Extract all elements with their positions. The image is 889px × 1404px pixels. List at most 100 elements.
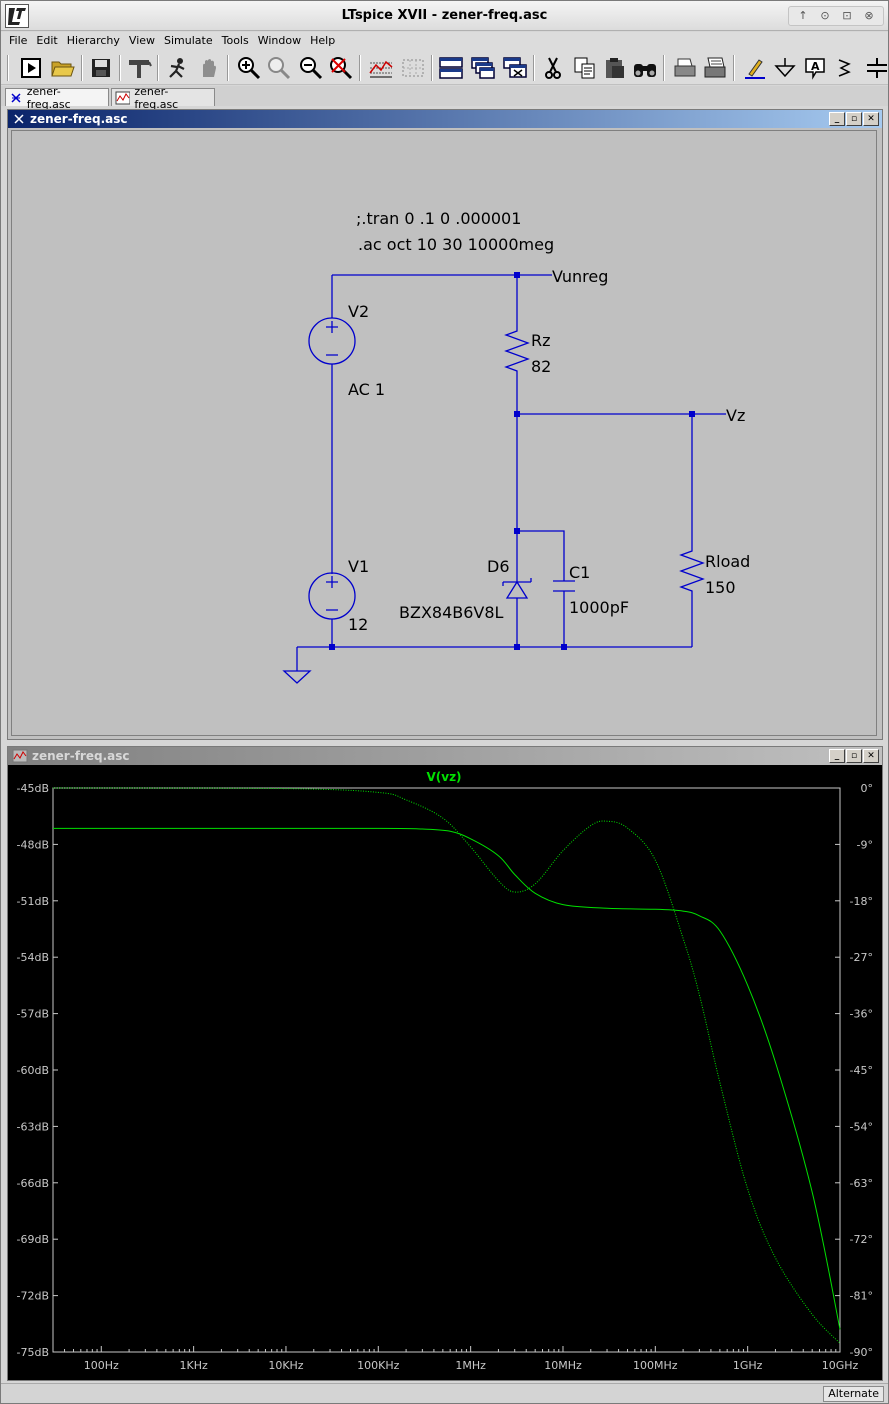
- find-icon[interactable]: [631, 54, 659, 82]
- waveform-icon: [115, 91, 131, 104]
- y-left-tick-label: -51dB: [17, 895, 50, 908]
- ac-directive[interactable]: .ac oct 10 30 10000meg: [358, 235, 554, 254]
- waveform-window: zener-freq.asc _ ▫ ✕ V(vz) -45dB-48dB-51…: [7, 746, 883, 1381]
- hammer-icon[interactable]: [125, 54, 153, 82]
- rz-name[interactable]: Rz: [531, 331, 551, 350]
- maximize-icon[interactable]: ⊡: [842, 9, 852, 22]
- y-left-tick-label: -69dB: [17, 1233, 50, 1246]
- menu-help[interactable]: Help: [310, 34, 336, 47]
- autorange-icon[interactable]: [367, 54, 395, 82]
- tran-directive[interactable]: ;.tran 0 .1 0 .000001: [356, 209, 521, 228]
- rload-value[interactable]: 150: [705, 578, 736, 597]
- menu-simulate[interactable]: Simulate: [164, 34, 213, 47]
- menu-file[interactable]: File: [9, 34, 28, 47]
- copy-icon[interactable]: [571, 54, 599, 82]
- minimize-icon[interactable]: ⊙: [820, 9, 830, 22]
- y-left-tick-label: -57dB: [17, 1008, 50, 1021]
- ground-icon[interactable]: [771, 54, 799, 82]
- net-label-vz[interactable]: Vz: [726, 406, 745, 425]
- control-panel-icon[interactable]: [17, 54, 45, 82]
- restore-icon[interactable]: ▫: [846, 749, 862, 763]
- save-icon[interactable]: [87, 54, 115, 82]
- menu-window[interactable]: Window: [257, 34, 302, 47]
- y-left-tick-label: -63dB: [17, 1120, 50, 1133]
- y-left-tick-label: -66dB: [17, 1177, 50, 1190]
- window-title: LTspice XVII - zener-freq.asc: [341, 8, 548, 23]
- tab-waveform[interactable]: zener-freq.asc: [111, 85, 215, 111]
- tab-schematic[interactable]: zener-freq.asc: [5, 85, 109, 111]
- net-label-vunreg[interactable]: Vunreg: [552, 267, 608, 286]
- menu-view[interactable]: View: [128, 34, 156, 47]
- zoom-in-icon[interactable]: [235, 54, 263, 82]
- c1-name[interactable]: C1: [569, 563, 590, 582]
- y-left-tick-label: -48dB: [17, 838, 50, 851]
- draw-wire-icon[interactable]: [741, 54, 769, 82]
- magnitude-trace[interactable]: [52, 827, 841, 1330]
- print-icon[interactable]: [701, 54, 729, 82]
- x-tick-label: 1KHz: [179, 1359, 207, 1372]
- v2-value[interactable]: AC 1: [348, 380, 385, 399]
- toolbar-separator: [7, 55, 9, 81]
- paste-icon[interactable]: [601, 54, 629, 82]
- close-icon[interactable]: ⊗: [864, 9, 874, 22]
- zoom-out-icon[interactable]: [297, 54, 325, 82]
- minimize-icon[interactable]: _: [829, 112, 845, 126]
- minimize-icon[interactable]: _: [829, 749, 845, 763]
- junction-dot: [689, 411, 695, 417]
- plot-frame: [52, 787, 841, 1353]
- waveform-window-titlebar[interactable]: zener-freq.asc _ ▫ ✕: [8, 747, 882, 765]
- v2-name[interactable]: V2: [348, 302, 369, 321]
- tile-horizontal-icon[interactable]: [437, 54, 465, 82]
- menu-tools[interactable]: Tools: [221, 34, 249, 47]
- close-window-icon[interactable]: [501, 54, 529, 82]
- title-bar: LTspice XVII - zener-freq.asc ↑ ⊙ ⊡ ⊗: [1, 1, 888, 31]
- zoom-pan-icon[interactable]: [265, 54, 293, 82]
- run-icon[interactable]: [163, 54, 191, 82]
- resistor-icon[interactable]: [833, 54, 861, 82]
- y-left-tick-label: -54dB: [17, 951, 50, 964]
- trace-label[interactable]: V(vz): [426, 770, 461, 784]
- waveform-plot-pane[interactable]: V(vz) -45dB-48dB-51dB-54dB-57dB-60dB-63d…: [11, 767, 877, 1379]
- open-file-icon[interactable]: [49, 54, 77, 82]
- rz-value[interactable]: 82: [531, 357, 551, 376]
- v1-value[interactable]: 12: [348, 615, 368, 634]
- menu-hierarchy[interactable]: Hierarchy: [66, 34, 120, 47]
- keep-above-icon[interactable]: ↑: [798, 9, 808, 22]
- junction-dot: [514, 272, 520, 278]
- d6-model[interactable]: BZX84B6V8L: [399, 603, 504, 622]
- gridlines-icon[interactable]: [399, 54, 427, 82]
- phase-trace[interactable]: [52, 787, 841, 1344]
- label-net-icon[interactable]: A: [801, 54, 829, 82]
- junction-dot: [514, 528, 520, 534]
- close-icon[interactable]: ✕: [863, 749, 879, 763]
- print-preview-icon[interactable]: [671, 54, 699, 82]
- rload-name[interactable]: Rload: [705, 552, 750, 571]
- y-right-tick-label: -54°: [850, 1120, 873, 1133]
- menu-edit[interactable]: Edit: [36, 34, 58, 47]
- y-right-tick-label: -45°: [850, 1064, 873, 1077]
- y-left-tick-label: -72dB: [17, 1290, 50, 1303]
- toolbar-separator: [431, 55, 433, 81]
- y-right-tick-label: -9°: [857, 838, 873, 851]
- v1-name[interactable]: V1: [348, 557, 369, 576]
- window-controls: ↑ ⊙ ⊡ ⊗: [788, 6, 884, 26]
- capacitor-icon[interactable]: [863, 54, 889, 82]
- x-tick-label: 100KHz: [357, 1359, 399, 1372]
- junction-dot: [514, 411, 520, 417]
- zoom-fit-icon[interactable]: [327, 54, 355, 82]
- x-tick-label: 10KHz: [268, 1359, 303, 1372]
- close-icon[interactable]: ✕: [863, 112, 879, 126]
- schematic-canvas[interactable]: ;.tran 0 .1 0 .000001 .ac oct 10 30 1000…: [11, 130, 877, 736]
- bode-plot[interactable]: V(vz) -45dB-48dB-51dB-54dB-57dB-60dB-63d…: [11, 767, 877, 1379]
- restore-icon[interactable]: ▫: [846, 112, 862, 126]
- schematic-window-titlebar[interactable]: zener-freq.asc _ ▫ ✕: [8, 110, 882, 128]
- c1-value[interactable]: 1000pF: [569, 598, 629, 617]
- halt-icon[interactable]: [195, 54, 223, 82]
- status-mode: Alternate: [823, 1386, 884, 1402]
- d6-name[interactable]: D6: [487, 557, 510, 576]
- cut-icon[interactable]: [539, 54, 567, 82]
- y-right-tick-label: -18°: [850, 895, 873, 908]
- cascade-icon[interactable]: [469, 54, 497, 82]
- wire: [516, 414, 565, 581]
